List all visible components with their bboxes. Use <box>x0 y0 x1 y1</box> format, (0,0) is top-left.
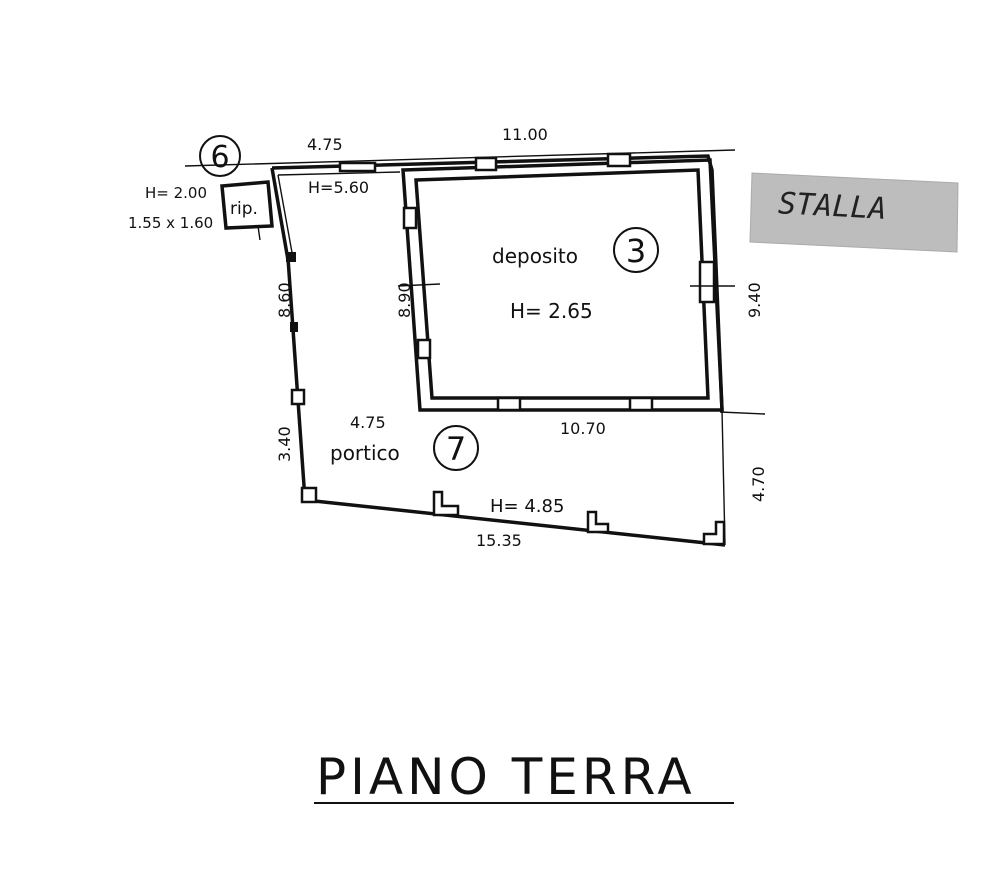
pillar-bottom-1 <box>432 490 460 517</box>
windows <box>338 152 716 412</box>
window-left-2 <box>416 338 432 360</box>
stamp-paper <box>749 172 959 253</box>
outer-wall-bottom <box>304 498 726 547</box>
window-bottom-1 <box>496 396 522 412</box>
ripostiglio-size: 1.55 x 1.60 <box>128 214 213 232</box>
dim-left-lower: 3.40 <box>275 426 294 462</box>
outer-wall-left-lower <box>286 257 307 501</box>
dim-top-right: 11.00 <box>502 125 548 144</box>
pillar-left-3 <box>290 388 306 406</box>
dim-deposito-bottom: 10.70 <box>560 419 606 438</box>
window-left-1 <box>402 206 418 230</box>
stamp-label: STALLA <box>777 186 887 227</box>
room-number-7: 7 <box>433 425 479 471</box>
dimension-ticks <box>397 283 735 287</box>
deposito-label: deposito <box>492 244 578 268</box>
room-number-3: 3 <box>613 227 659 273</box>
corridor-inner-line <box>277 171 401 176</box>
dim-bottom: 15.35 <box>476 531 522 550</box>
room-number-6-text: 6 <box>210 140 229 175</box>
window-bottom-2 <box>628 396 654 412</box>
corridor-left-inner <box>277 174 294 259</box>
window-corridor <box>338 161 377 173</box>
room-number-6: 6 <box>199 135 241 177</box>
ripostiglio-box <box>220 180 274 230</box>
dim-deposito-left: 8.90 <box>395 282 414 318</box>
window-top-2 <box>606 152 632 168</box>
room-number-3-text: 3 <box>626 232 646 270</box>
pillar-bottom-2 <box>586 510 610 534</box>
pillars <box>286 252 726 546</box>
room-number-6-circle <box>199 135 241 177</box>
room-number-7-text: 7 <box>446 430 466 468</box>
room-number-7-circle <box>433 425 479 471</box>
window-right <box>698 260 716 304</box>
deposito-outer-wall <box>401 158 724 412</box>
window-top-1 <box>474 156 498 172</box>
ripostiglio-tick <box>257 225 261 241</box>
pillar-corner-right <box>702 520 726 546</box>
stalla-stamp: STALLA <box>749 172 959 253</box>
ripostiglio: rip. <box>220 180 274 241</box>
corridor-height: H=5.60 <box>308 178 369 197</box>
deposito-bottom-extension <box>719 411 766 415</box>
plan-title: PIANO TERRA <box>316 748 696 806</box>
portico-height: H= 4.85 <box>490 496 564 517</box>
dim-portico-depth: 4.75 <box>350 413 386 432</box>
pillar-left-1 <box>286 252 296 262</box>
top-reference-line <box>184 149 736 167</box>
pillar-corner-left <box>300 486 318 504</box>
portico-label: portico <box>330 441 400 465</box>
outer-wall-left-upper <box>270 167 290 261</box>
pillar-left-2 <box>290 322 298 332</box>
ripostiglio-label: rip. <box>230 199 258 219</box>
deposito-inner-wall <box>414 168 710 400</box>
dim-top-left: 4.75 <box>307 135 343 154</box>
deposito-height: H= 2.65 <box>510 299 593 323</box>
dim-right-lower: 4.70 <box>749 466 768 502</box>
dim-left-upper: 8.60 <box>275 282 294 318</box>
outer-walls <box>270 154 726 547</box>
room-number-3-circle <box>613 227 659 273</box>
ripostiglio-height: H= 2.00 <box>145 184 207 202</box>
dim-deposito-right: 9.40 <box>745 282 764 318</box>
dimensions: 4.75 11.00 8.60 3.40 8.90 9.40 4.75 10.7… <box>275 125 768 550</box>
tick-deposito-left <box>397 283 441 287</box>
